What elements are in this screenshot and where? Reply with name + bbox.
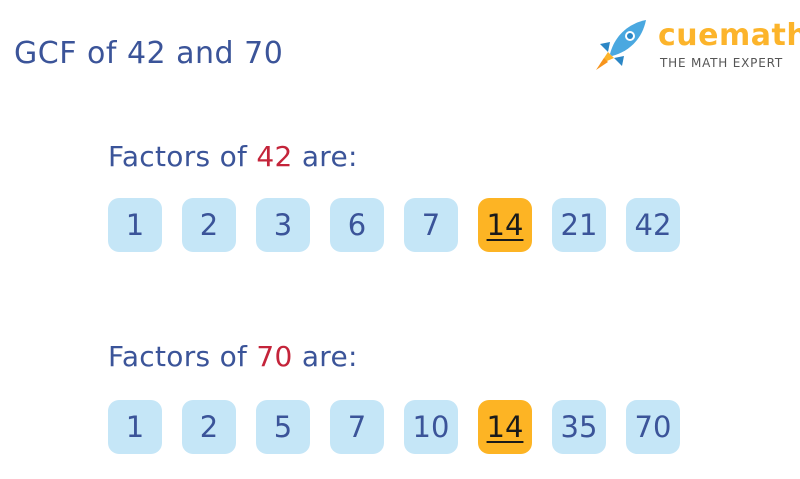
- heading-number: 70: [256, 340, 293, 373]
- rocket-icon: [596, 20, 646, 70]
- factor-box: 5: [256, 400, 310, 454]
- factor-box: 35: [552, 400, 606, 454]
- factor-box: 21: [552, 198, 606, 252]
- section-heading: Factors of 70 are:: [108, 338, 680, 376]
- factors-section-70: Factors of 70 are: 1 2 5 7 10 14 35 70: [108, 338, 680, 454]
- heading-suffix: are:: [292, 140, 358, 173]
- factor-box-highlighted: 14: [478, 400, 532, 454]
- heading-suffix: are:: [292, 340, 358, 373]
- factor-row: 1 2 3 6 7 14 21 42: [108, 198, 680, 252]
- heading-number: 42: [256, 140, 293, 173]
- logo-tagline: THE MATH EXPERT: [660, 56, 783, 70]
- factor-box-highlighted: 14: [478, 198, 532, 252]
- factor-box: 1: [108, 198, 162, 252]
- heading-prefix: Factors of: [108, 340, 257, 373]
- factor-box: 7: [330, 400, 384, 454]
- factor-box: 7: [404, 198, 458, 252]
- factor-box: 1: [108, 400, 162, 454]
- factor-box: 70: [626, 400, 680, 454]
- factor-box: 3: [256, 198, 310, 252]
- factor-box: 42: [626, 198, 680, 252]
- factor-row: 1 2 5 7 10 14 35 70: [108, 400, 680, 454]
- factor-box: 2: [182, 400, 236, 454]
- heading-prefix: Factors of: [108, 140, 257, 173]
- page-title: GCF of 42 and 70: [14, 36, 284, 71]
- factor-box: 2: [182, 198, 236, 252]
- factor-box: 10: [404, 400, 458, 454]
- section-heading: Factors of 42 are:: [108, 138, 680, 176]
- logo-brand: cuemath: [658, 18, 800, 53]
- factor-box: 6: [330, 198, 384, 252]
- cuemath-logo: cuemath THE MATH EXPERT: [590, 14, 800, 78]
- factors-section-42: Factors of 42 are: 1 2 3 6 7 14 21 42: [108, 138, 680, 252]
